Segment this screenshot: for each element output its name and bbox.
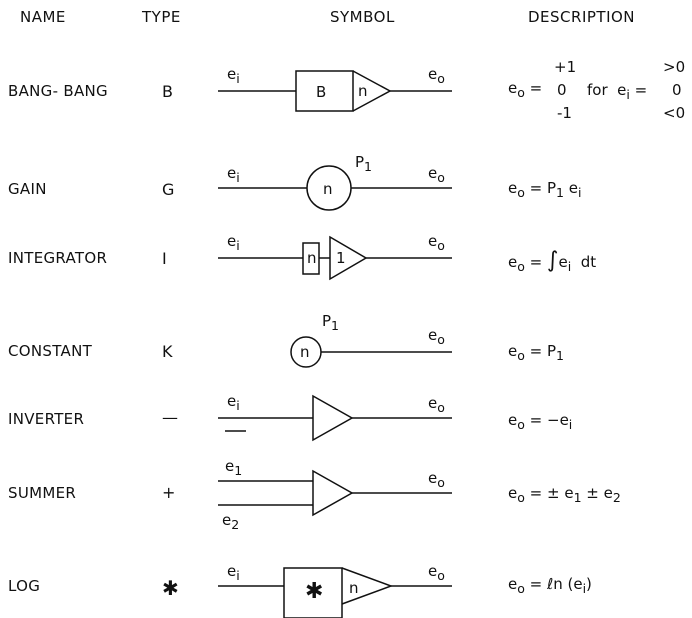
header-name: NAME: [20, 8, 66, 26]
row-type-log: ✱: [162, 576, 179, 600]
desc-bang-bang-lhs: eo =: [508, 79, 543, 100]
inverter-output-label: eo: [428, 394, 445, 415]
row-name-bang-bang: BANG- BANG: [8, 82, 108, 100]
bang-bang-box: [295, 70, 354, 112]
summer-output-label: eo: [428, 469, 445, 490]
log-box-label: ✱: [305, 579, 323, 604]
bang-bang-tri-label: n: [358, 82, 368, 100]
log-tri-label: n: [349, 579, 359, 597]
header-symbol: SYMBOL: [330, 8, 395, 26]
desc-bang-bang-val-1: +1: [554, 58, 577, 76]
header-description: DESCRIPTION: [528, 8, 636, 26]
desc-inverter: eo = −ei: [508, 411, 573, 432]
row-name-integrator: INTEGRATOR: [8, 249, 108, 267]
desc-bang-bang-cond-3: <0: [663, 104, 686, 122]
integrator-tri-label: 1: [336, 249, 346, 267]
integrator-input-label: ei: [227, 232, 240, 253]
desc-summer: eo = ± e1 ± e2: [508, 484, 621, 505]
inverter-input-label: ei: [227, 392, 240, 413]
gain-output-label: eo: [428, 164, 445, 185]
desc-integrator: eo = ∫ei dt: [508, 248, 597, 274]
summer-input2-label: e2: [222, 511, 240, 532]
row-type-summer: +: [162, 483, 176, 502]
desc-bang-bang-cond-1: >0: [663, 58, 686, 76]
summer-triangle: [312, 469, 354, 517]
integrator-box-label: n: [307, 249, 317, 267]
integrator-output-label: eo: [428, 232, 445, 253]
gain-param-label: P1: [355, 153, 372, 174]
integrator-triangle: [329, 235, 368, 281]
row-type-bang-bang: B: [162, 82, 173, 101]
row-type-inverter: —: [162, 408, 178, 427]
bang-bang-output-label: eo: [428, 65, 445, 86]
bang-bang-box-label: B: [316, 83, 326, 101]
inverter-triangle: [312, 394, 354, 442]
row-type-gain: G: [162, 180, 175, 199]
log-output-label: eo: [428, 562, 445, 583]
desc-bang-bang-mid: for ei =: [587, 81, 648, 102]
desc-gain: eo = P1 ei: [508, 179, 582, 200]
constant-circle-label: n: [300, 343, 310, 361]
log-input-label: ei: [227, 562, 240, 583]
desc-bang-bang-cond-2: 0: [672, 81, 682, 99]
gain-circle-label: n: [323, 180, 333, 198]
row-name-inverter: INVERTER: [8, 410, 85, 428]
summer-input1-label: e1: [225, 457, 243, 478]
desc-constant: eo = P1: [508, 342, 564, 363]
row-type-constant: K: [162, 342, 173, 361]
constant-param-label: P1: [322, 312, 339, 333]
desc-bang-bang-val-2: 0: [557, 81, 567, 99]
header-type: TYPE: [142, 8, 181, 26]
desc-bang-bang-val-3: -1: [557, 104, 572, 122]
gain-input-label: ei: [227, 164, 240, 185]
row-name-constant: CONSTANT: [8, 342, 93, 360]
row-name-summer: SUMMER: [8, 484, 77, 502]
row-name-log: LOG: [8, 577, 41, 595]
desc-log: eo = ℓn (ei): [508, 575, 592, 596]
constant-output-label: eo: [428, 326, 445, 347]
log-box: [283, 567, 343, 618]
row-type-integrator: I: [162, 249, 167, 268]
bang-bang-input-label: ei: [227, 65, 240, 86]
row-name-gain: GAIN: [8, 180, 47, 198]
